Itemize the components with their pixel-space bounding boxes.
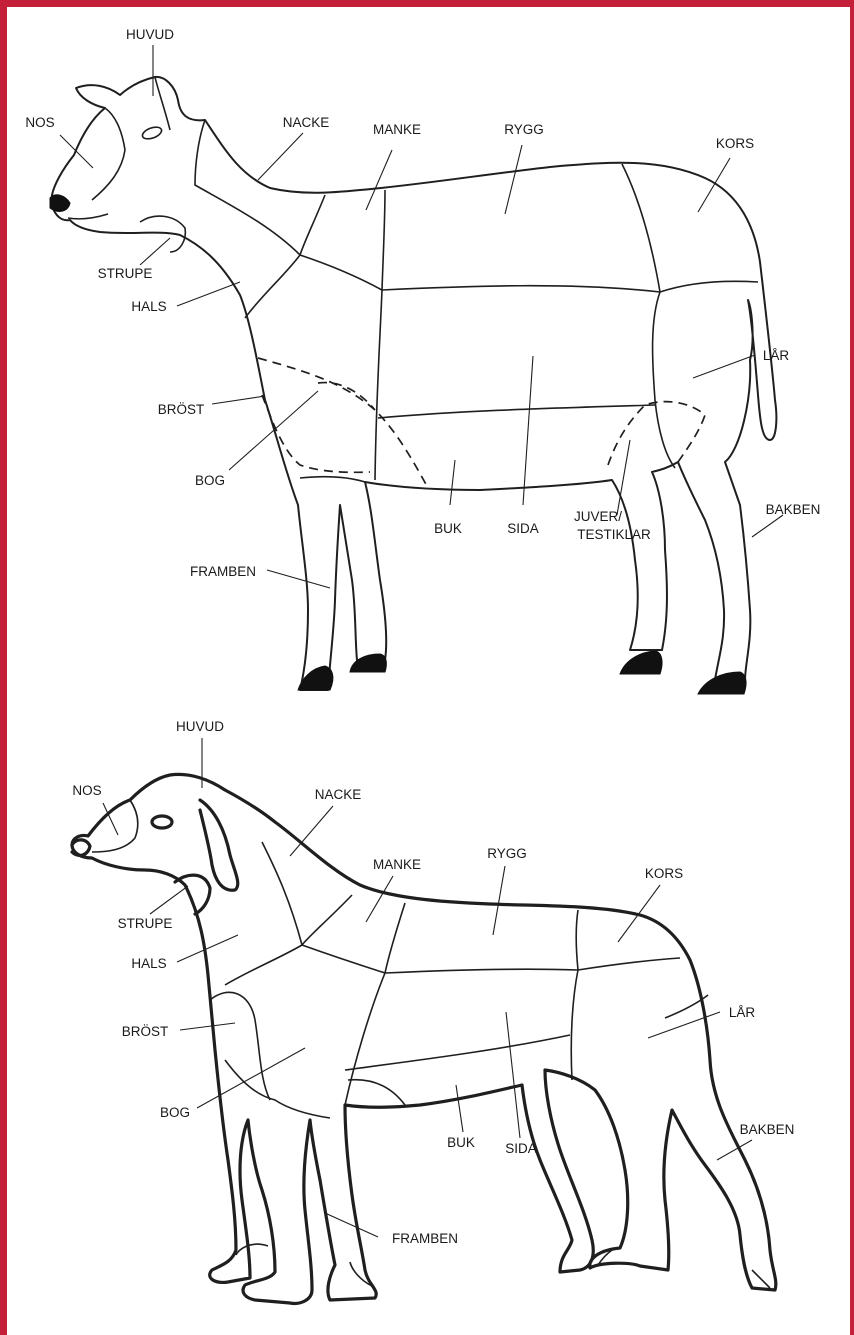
sheep-label-bog: BOG [195, 473, 225, 488]
dog-labels: HUVUD NOS NACKE MANKE RYGG KORS STRUPE H… [72, 719, 794, 1246]
dog-label-hals: HALS [131, 956, 166, 971]
dog-label-bog: BOG [160, 1105, 190, 1120]
dog-eye [152, 816, 172, 828]
dog-label-nacke: NACKE [315, 787, 362, 802]
sheep-side-front-line [375, 190, 385, 480]
dog-neck-line [262, 842, 302, 945]
dog-label-rygg: RYGG [487, 846, 527, 861]
sheep-sida-bottom-line [378, 405, 655, 418]
sheep-nose-line [92, 150, 125, 200]
dog-rygg-bottom-line [385, 969, 578, 973]
sheep-figure [50, 77, 776, 694]
dog-bog-lower-line [225, 1060, 330, 1118]
sheep-kors-bottom-line [660, 281, 758, 292]
dog-manke-bottom-line [302, 945, 385, 973]
sheep-neck-line [195, 120, 300, 255]
dog-buk-line [348, 1080, 405, 1105]
sheep-label-nacke: NACKE [283, 115, 330, 130]
dog-label-huvud: HUVUD [176, 719, 224, 734]
sheep-framben-top-line [300, 477, 365, 482]
dog-figure [72, 774, 776, 1303]
sheep-label-nos: NOS [25, 115, 54, 130]
sheep-label-brost: BRÖST [158, 402, 205, 417]
sheep-label-huvud: HUVUD [126, 27, 174, 42]
dog-ear [200, 800, 238, 890]
dog-label-lar: LÅR [729, 1005, 756, 1020]
sheep-eye [141, 125, 163, 141]
sheep-label-kors: KORS [716, 136, 754, 151]
sheep-label-rygg: RYGG [504, 122, 544, 137]
dog-outline [72, 774, 776, 1303]
sheep-label-bakben: BAKBEN [766, 502, 821, 517]
sheep-rygg-bottom-line [382, 286, 660, 292]
dog-label-buk: BUK [447, 1135, 475, 1150]
sheep-manke-bottom-line [300, 255, 382, 290]
sheep-label-buk: BUK [434, 521, 462, 536]
sheep-nostril [50, 195, 70, 212]
dog-nose [72, 840, 90, 856]
sheep-label-hals: HALS [131, 299, 166, 314]
dog-label-framben: FRAMBEN [392, 1231, 458, 1246]
sheep-manke-front-line [245, 195, 325, 318]
sheep-label-lar: LÅR [763, 348, 790, 363]
sheep-label-framben: FRAMBEN [190, 564, 256, 579]
dog-label-nos: NOS [72, 783, 101, 798]
sheep-label-testiklar: TESTIKLAR [577, 527, 651, 542]
sheep-head-line [105, 108, 125, 150]
sheep-hoof-front-right [350, 654, 386, 672]
sheep-hoof-back-left [620, 651, 662, 674]
sheep-brost-dashed [258, 358, 428, 488]
sheep-labels: HUVUD NOS NACKE MANKE RYGG KORS STRUPE H… [25, 27, 820, 579]
sheep-mouth [68, 214, 108, 219]
dog-sida-bottom-line [345, 1035, 570, 1070]
sheep-label-sida: SIDA [507, 521, 539, 536]
sheep-label-strupe: STRUPE [98, 266, 153, 281]
sheep-hoof-back-right [698, 672, 746, 694]
sheep-outline [52, 77, 777, 690]
sheep-bog-dashed-upper [318, 383, 375, 410]
dog-label-manke: MANKE [373, 857, 421, 872]
dog-label-strupe: STRUPE [118, 916, 173, 931]
dog-side-front-line [345, 903, 405, 1105]
dog-label-brost: BRÖST [122, 1024, 169, 1039]
sheep-label-manke: MANKE [373, 122, 421, 137]
dog-label-kors: KORS [645, 866, 683, 881]
dog-manke-front-line [225, 895, 352, 985]
sheep-bog-dashed-lower [262, 395, 370, 472]
dog-kors-bottom-line [578, 958, 680, 970]
sheep-ear-line [155, 77, 170, 130]
sheep-label-juver: JUVER/ [574, 509, 622, 524]
dog-label-bakben: BAKBEN [740, 1122, 795, 1137]
dog-kors-line [571, 910, 578, 1080]
dog-label-sida: SIDA [505, 1141, 537, 1156]
